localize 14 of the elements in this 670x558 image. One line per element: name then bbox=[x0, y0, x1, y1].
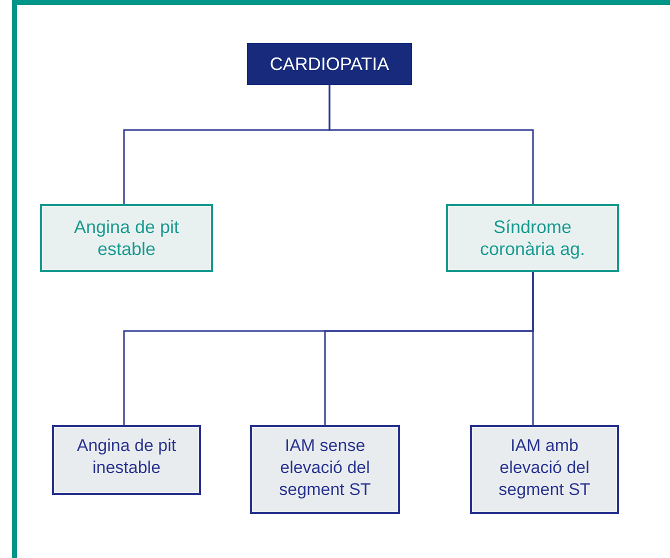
connector-line bbox=[328, 85, 534, 204]
node-label: Angina de pit estable bbox=[72, 216, 180, 260]
category-box bbox=[446, 204, 619, 272]
subcategory-box bbox=[52, 425, 201, 495]
subcategory-box bbox=[250, 425, 400, 514]
node-label: CARDIOPATIA bbox=[268, 53, 390, 75]
node-label: IAM amb elevació del segment ST bbox=[498, 435, 592, 501]
category-box bbox=[40, 204, 213, 272]
subcategory-box bbox=[470, 425, 619, 514]
node-label: IAM sense elevació del segment ST bbox=[278, 435, 372, 501]
node-label: Angina de pit inestable bbox=[76, 435, 178, 479]
root-box bbox=[247, 43, 412, 85]
connector-line bbox=[532, 272, 534, 425]
node-label: Síndrome coronària ag. bbox=[478, 216, 586, 260]
